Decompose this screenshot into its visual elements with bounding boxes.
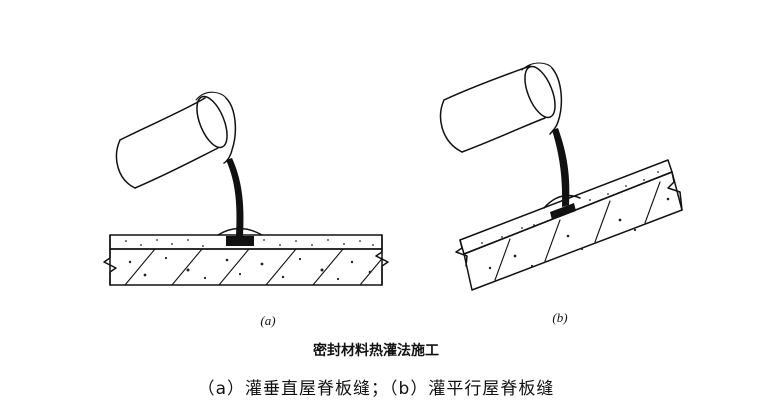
bucket-pouring-vertical-icon [115, 91, 237, 189]
panel-b-sealant-bump [543, 194, 581, 209]
panel-a-pour-stream [226, 158, 244, 236]
panel-b-roof-slab [455, 159, 683, 291]
panel-b-pour-stream [552, 128, 570, 207]
panel-a-sealant-joint [226, 236, 254, 246]
panel-b-sealant-joint [550, 203, 576, 220]
bucket-pouring-parallel-icon [439, 62, 563, 153]
figure-title: 密封材料热灌法施工 [312, 342, 439, 359]
panel-b-label: (b) [552, 310, 567, 325]
panel-a-drawing: (a) [103, 91, 389, 328]
panel-a-label: (a) [260, 313, 275, 328]
panel-b-drawing: (b) [439, 62, 683, 325]
panel-a-roof-slab [103, 234, 389, 286]
figure-caption: （a）灌垂直屋脊板缝；（b）灌平行屋脊板缝 [198, 379, 555, 399]
